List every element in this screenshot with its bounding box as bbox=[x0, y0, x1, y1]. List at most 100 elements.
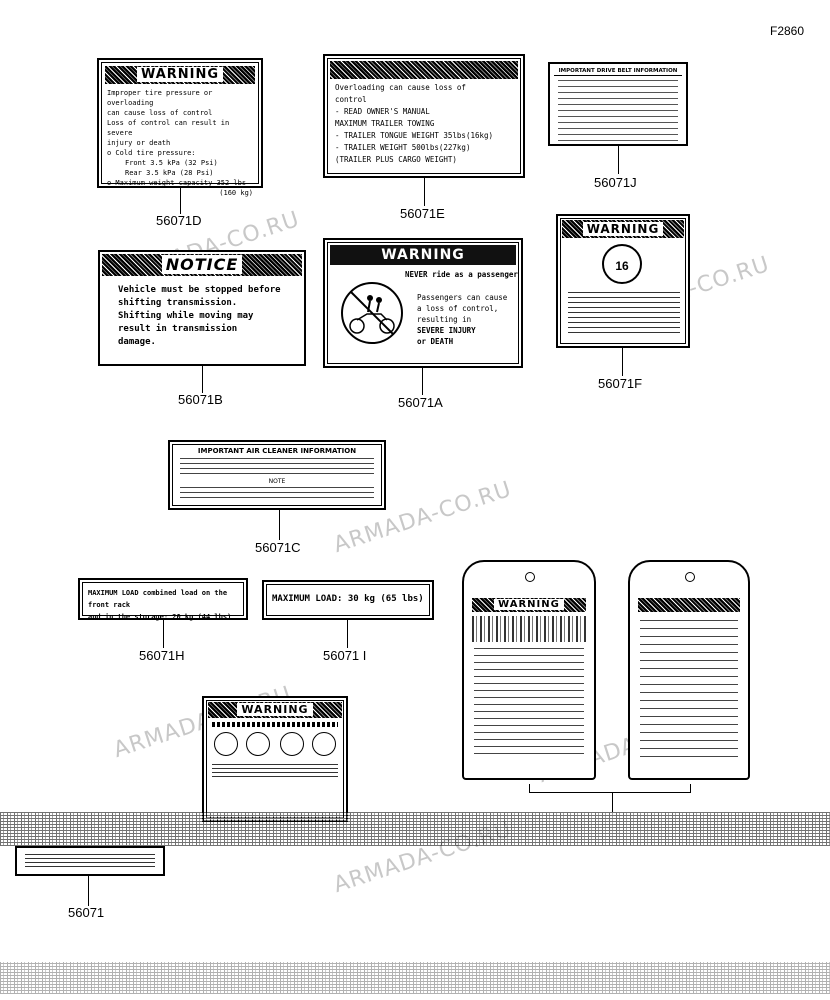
label-text: Improper tire pressure or overloading ca… bbox=[99, 84, 261, 202]
text-line: Passengers can cause bbox=[417, 293, 508, 302]
label-warning-pictograms: WARNING bbox=[202, 696, 348, 822]
pictogram-icon bbox=[214, 732, 238, 756]
label-56071i: MAXIMUM LOAD: 30 kg (65 lbs) bbox=[262, 580, 434, 620]
label-56071 bbox=[15, 846, 165, 876]
label-56071f: WARNING 16 bbox=[556, 214, 690, 348]
pictogram-icon bbox=[312, 732, 336, 756]
warning-band: WARNING bbox=[472, 598, 586, 612]
label-text: Vehicle must be stopped before shifting … bbox=[100, 278, 304, 355]
leader-line bbox=[163, 620, 164, 648]
text-line: - TRAILER TONGUE WEIGHT 35lbs(16kg) bbox=[335, 131, 494, 140]
label-56071e: Overloading can cause loss of control - … bbox=[323, 54, 525, 178]
text-line: Vehicle must be stopped before bbox=[118, 285, 281, 295]
leader-line bbox=[202, 366, 203, 393]
part-number: 56071 bbox=[68, 905, 105, 920]
text-line: and in the storage: 20 kg (44 lbs) bbox=[88, 613, 232, 621]
part-number: 56071B bbox=[178, 392, 223, 407]
warning-band: WARNING bbox=[562, 220, 684, 238]
notice-band: NOTICE bbox=[102, 254, 302, 276]
text-line: a loss of control, bbox=[417, 304, 499, 313]
age-badge-number: 16 bbox=[615, 259, 629, 273]
text-line: - TRAILER WEIGHT 500lbs(227kg) bbox=[335, 143, 471, 152]
text-line: Overloading can cause loss of bbox=[335, 83, 466, 92]
title-band bbox=[638, 598, 740, 612]
fine-print bbox=[180, 458, 374, 478]
fine-print bbox=[25, 854, 155, 870]
fine-print bbox=[212, 764, 338, 780]
warning-band: WARNING bbox=[208, 702, 342, 718]
pictogram-icon bbox=[280, 732, 304, 756]
age-badge: 16 bbox=[602, 244, 642, 284]
label-56071a: WARNING NEVER ride as a passenger Passen… bbox=[323, 238, 523, 368]
fine-print bbox=[474, 648, 584, 758]
fine-print bbox=[640, 620, 738, 758]
label-56071c: IMPORTANT AIR CLEANER INFORMATION NOTE bbox=[168, 440, 386, 510]
warning-title: WARNING bbox=[237, 703, 313, 716]
text-line: Rear 3.5 kPa (28 Psi) bbox=[125, 169, 214, 177]
fine-print bbox=[558, 80, 678, 142]
label-title: IMPORTANT DRIVE BELT INFORMATION bbox=[554, 67, 682, 76]
label-56071j: IMPORTANT DRIVE BELT INFORMATION bbox=[548, 62, 688, 146]
leader-line bbox=[422, 368, 423, 395]
text-line: o Maximum weight capacity 352 lbs bbox=[107, 179, 247, 187]
fine-print bbox=[212, 722, 338, 727]
text-line: - READ OWNER'S MANUAL bbox=[335, 107, 430, 116]
text-line: (160 kg) bbox=[219, 189, 253, 197]
hang-tag-warning: WARNING bbox=[462, 560, 596, 780]
leader-line bbox=[618, 146, 619, 174]
figure-code: F2860 bbox=[770, 24, 805, 38]
text-line: o Cold tire pressure: bbox=[107, 149, 196, 157]
warning-band: WARNING bbox=[105, 66, 255, 84]
scan-noise bbox=[0, 962, 830, 994]
text-line: Loss of control can result in severe bbox=[107, 119, 230, 137]
part-number: 56071F bbox=[598, 376, 643, 391]
leader-line bbox=[279, 510, 280, 540]
text-line: Front 3.5 kPa (32 Psi) bbox=[125, 159, 218, 167]
part-number: 56071C bbox=[255, 540, 301, 555]
label-56071d: WARNING Improper tire pressure or overlo… bbox=[97, 58, 263, 197]
decor-band bbox=[330, 61, 518, 79]
warning-band: WARNING bbox=[330, 245, 516, 265]
warning-title: WARNING bbox=[494, 599, 564, 610]
notice-title: NOTICE bbox=[161, 255, 243, 274]
hang-hole bbox=[525, 572, 535, 582]
part-number: 56071E bbox=[400, 206, 445, 221]
label-text: MAXIMUM LOAD: 30 kg (65 lbs) bbox=[272, 594, 424, 604]
no-passenger-icon bbox=[341, 282, 403, 344]
label-title: IMPORTANT AIR CLEANER INFORMATION bbox=[197, 447, 357, 455]
label-56071b: NOTICE Vehicle must be stopped before sh… bbox=[98, 250, 306, 366]
hang-tag-info bbox=[628, 560, 750, 780]
text-line: (TRAILER PLUS CARGO WEIGHT) bbox=[335, 155, 457, 164]
label-56071h: MAXIMUM LOAD combined load on the front … bbox=[78, 578, 248, 621]
text-line: or DEATH bbox=[417, 337, 454, 346]
never-text: NEVER ride as a passenger bbox=[405, 270, 518, 279]
text-line: Shifting while moving may bbox=[118, 311, 254, 321]
leader-line bbox=[347, 620, 348, 648]
part-number: 56071H bbox=[139, 648, 185, 663]
fine-print bbox=[180, 487, 374, 499]
leader-line bbox=[180, 188, 181, 214]
text-line: result in transmission bbox=[118, 324, 238, 334]
text-line: damage. bbox=[118, 337, 156, 347]
text-line: SEVERE INJURY bbox=[417, 326, 476, 335]
text-line: can cause loss of control bbox=[107, 109, 213, 117]
label-text: Passengers can cause a loss of control, … bbox=[417, 292, 507, 347]
leader-line bbox=[424, 178, 425, 206]
warning-title: WARNING bbox=[582, 222, 664, 236]
text-line: resulting in bbox=[417, 315, 472, 324]
fine-print bbox=[568, 292, 680, 336]
pictogram-icon bbox=[246, 732, 270, 756]
text-line: control bbox=[335, 95, 367, 104]
text-line: shifting transmission. bbox=[118, 298, 238, 308]
label-text: MAXIMUM LOAD combined load on the front … bbox=[80, 580, 246, 630]
text-line: Improper tire pressure or overloading bbox=[107, 89, 213, 107]
warning-title: WARNING bbox=[381, 247, 465, 263]
label-text: Overloading can cause loss of control - … bbox=[325, 79, 523, 169]
text-line: injury or death bbox=[107, 139, 171, 147]
warning-title: WARNING bbox=[136, 67, 224, 82]
pictogram-row bbox=[472, 616, 586, 642]
part-number: 56071J bbox=[594, 175, 637, 190]
bracket-line bbox=[529, 784, 691, 793]
hang-hole bbox=[685, 572, 695, 582]
leader-line bbox=[88, 876, 89, 906]
